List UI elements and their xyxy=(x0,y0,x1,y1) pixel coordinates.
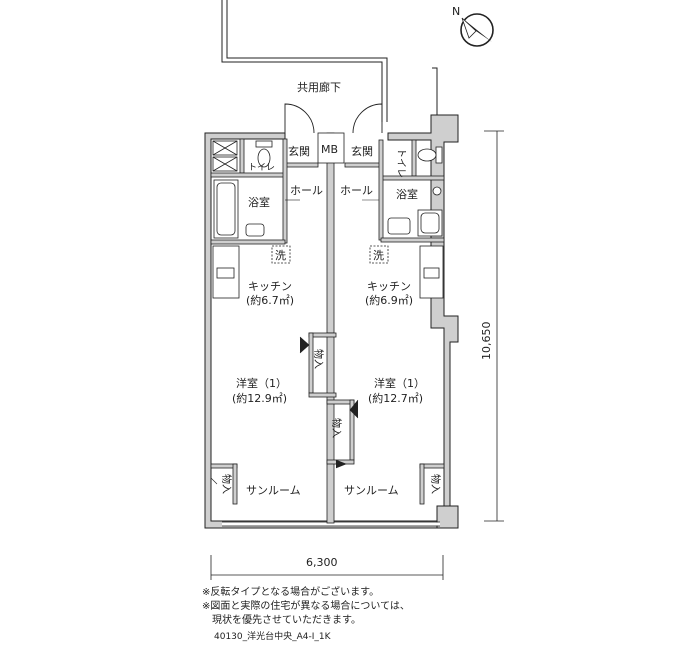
door-swings xyxy=(210,199,379,485)
western-left-label: 洋室（1） xyxy=(236,376,287,390)
storage-center-upper-label: 物入 xyxy=(312,349,325,369)
depth-dimension-group: 10,650 xyxy=(480,322,493,361)
storage-center-upper-group: 物入 xyxy=(312,349,325,369)
hall-left-label: ホール xyxy=(290,184,323,197)
sunroom-left-label: サンルーム xyxy=(246,484,301,497)
note-line-3: 現状を優先させていただきます。 xyxy=(202,615,361,626)
depth-dimension-label: 10,650 xyxy=(480,322,493,361)
western-right-label: 洋室（1） xyxy=(374,376,425,390)
toilet-right-group: トイレ xyxy=(395,148,406,178)
storage-right-group: 物入 xyxy=(429,474,442,494)
bath-right-label: 浴室 xyxy=(396,187,418,201)
bathtub-right-icon xyxy=(387,186,443,237)
hall-right-label: ホール xyxy=(340,184,373,197)
width-dimension-label: 6,300 xyxy=(306,556,338,569)
toilet-left-label: トイレ xyxy=(248,163,275,173)
storage-right-label: 物入 xyxy=(429,474,442,494)
toilet-right-label: トイレ xyxy=(395,148,406,178)
storage-left-label: 物入 xyxy=(220,474,233,494)
sunroom-right-label: サンルーム xyxy=(344,484,399,497)
western-left-area: (約12.9㎡) xyxy=(232,391,287,405)
note-line-1: ※反転タイプとなる場合がございます。 xyxy=(202,587,380,598)
note-line-2: ※図面と実際の住宅が異なる場合については、 xyxy=(202,601,410,612)
kitchen-right-label: キッチン xyxy=(367,280,411,293)
dimension-depth xyxy=(484,130,504,522)
shelves-icon xyxy=(212,140,238,172)
entrance-left-label: 玄関 xyxy=(288,144,310,158)
kitchen-left-label: キッチン xyxy=(248,280,292,293)
washer-left-label: 洗 xyxy=(275,249,286,262)
kitchen-counters xyxy=(212,245,444,299)
corridor-label: 共用廊下 xyxy=(297,80,341,94)
interior-walls xyxy=(210,132,445,524)
north-label: N xyxy=(452,5,460,18)
entrance-right-label: 玄関 xyxy=(351,144,373,158)
bathtub-left-icon xyxy=(213,179,265,239)
washer-right-icon: 洗 xyxy=(369,245,389,264)
storage-left-group: 物入 xyxy=(220,474,233,494)
dimension-width xyxy=(210,555,444,580)
washer-right-label: 洗 xyxy=(373,249,384,262)
washer-left-icon: 洗 xyxy=(271,245,291,264)
entrance-doors xyxy=(284,103,383,134)
toilet-right-icon xyxy=(417,146,443,164)
north-compass-icon: N xyxy=(452,5,494,47)
toilet-left-icon xyxy=(255,140,273,168)
storage-center-lower-group: 物入 xyxy=(330,418,343,438)
corridor-walls xyxy=(221,0,438,122)
kitchen-left-area: (約6.7㎡) xyxy=(246,293,294,307)
drawing-code: 40130_洋光台中央_A4-I_1K xyxy=(214,632,331,642)
mb-label: MB xyxy=(321,143,338,156)
storage-center-lower-label: 物入 xyxy=(330,418,343,438)
bath-left-label: 浴室 xyxy=(248,195,270,209)
western-right-area: (約12.7㎡) xyxy=(368,391,423,405)
kitchen-right-area: (約6.9㎡) xyxy=(365,293,413,307)
